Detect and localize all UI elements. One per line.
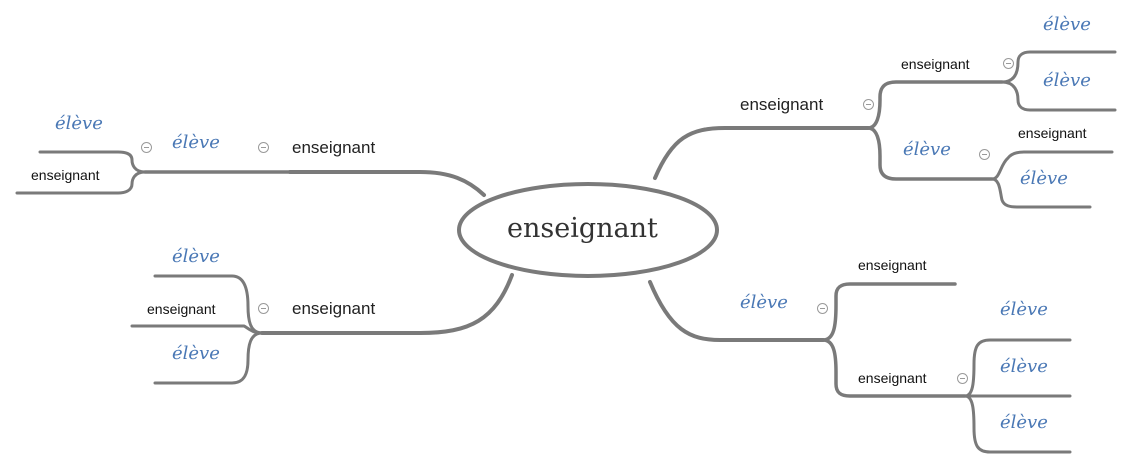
bottom-right-sub1-topic[interactable]: enseignant — [858, 257, 927, 273]
connector-line — [153, 274, 264, 335]
central-topic[interactable]: enseignant — [507, 213, 658, 244]
top-right-sub2-topic[interactable]: élève — [903, 139, 951, 160]
connector-line — [866, 126, 994, 181]
bottom-left-leaf3[interactable]: élève — [172, 343, 220, 364]
top-right-sub2-collapse-icon[interactable] — [979, 149, 990, 160]
bottom-right-sub2-leaf3[interactable]: élève — [1000, 412, 1048, 433]
connector-line — [653, 126, 870, 180]
connector-line — [1000, 50, 1117, 84]
bottom-left-topic[interactable]: enseignant — [292, 299, 376, 318]
bottom-left-collapse-icon[interactable] — [258, 303, 269, 314]
top-left-sub1-leaf1[interactable]: élève — [55, 113, 103, 134]
top-right-sub2-leaf2[interactable]: élève — [1020, 168, 1068, 189]
bottom-right-sub2-topic[interactable]: enseignant — [858, 370, 927, 386]
bottom-left-leaf2[interactable]: enseignant — [147, 301, 216, 317]
connector-line — [38, 150, 147, 174]
connector-line — [963, 338, 1072, 398]
top-left-sub1-collapse-icon[interactable] — [141, 142, 152, 153]
top-right-sub1-leaf2[interactable]: élève — [1043, 70, 1091, 91]
connector-line — [1000, 80, 1117, 112]
top-right-sub1-leaf1[interactable]: élève — [1043, 14, 1091, 35]
bottom-right-sub2-leaf2[interactable]: élève — [1000, 356, 1048, 377]
connector-line — [15, 170, 147, 195]
top-left-collapse-icon[interactable] — [258, 142, 269, 153]
connector-line — [288, 170, 486, 197]
top-right-sub2-leaf1[interactable]: enseignant — [1018, 125, 1087, 141]
connector-line — [130, 324, 264, 335]
top-left-sub1-topic[interactable]: élève — [172, 132, 220, 153]
connector-line — [866, 80, 1004, 130]
connector-line — [821, 282, 957, 342]
top-left-sub1-leaf2[interactable]: enseignant — [31, 167, 100, 183]
top-left-topic[interactable]: enseignant — [292, 138, 376, 157]
bottom-right-collapse-icon[interactable] — [817, 303, 828, 314]
connector-line — [153, 331, 264, 385]
bottom-right-topic[interactable]: élève — [740, 292, 788, 313]
top-right-sub1-collapse-icon[interactable] — [1003, 58, 1014, 69]
connector-line — [990, 150, 1114, 181]
connector-line — [648, 280, 825, 342]
bottom-left-leaf1[interactable]: élève — [172, 246, 220, 267]
connector-line — [821, 338, 967, 398]
top-right-topic[interactable]: enseignant — [740, 95, 824, 114]
top-right-sub1-topic[interactable]: enseignant — [901, 56, 970, 72]
connector-line — [963, 394, 1072, 454]
top-right-collapse-icon[interactable] — [863, 99, 874, 110]
connector-line — [990, 177, 1092, 209]
bottom-right-sub2-collapse-icon[interactable] — [957, 373, 968, 384]
connector-line — [260, 273, 514, 335]
bottom-right-sub2-leaf1[interactable]: élève — [1000, 299, 1048, 320]
